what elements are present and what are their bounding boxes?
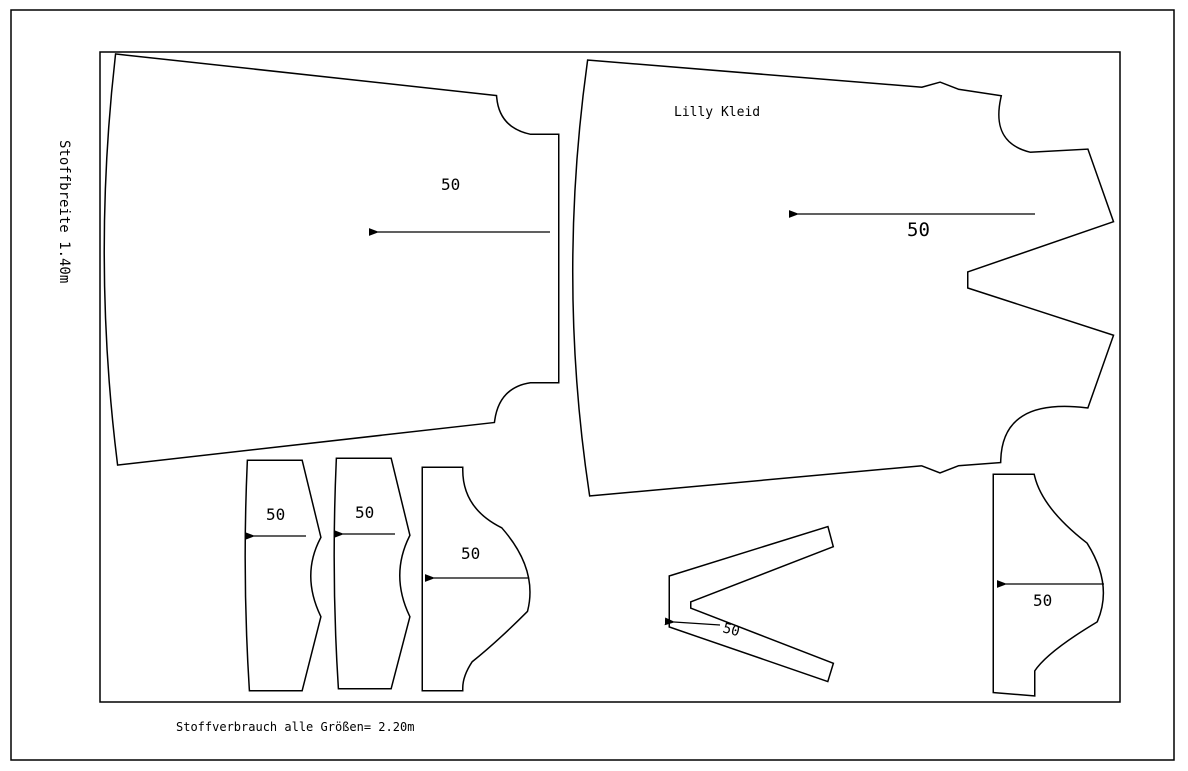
fabric-width-label: Stoffbreite 1.40m — [56, 140, 72, 283]
grain-label: 50 — [721, 620, 741, 640]
pattern-piece-back-skirt: 50 — [103, 53, 560, 466]
grain-label: 50 — [907, 219, 930, 241]
pattern-title: Lilly Kleid — [674, 105, 760, 120]
outer-frame — [10, 9, 1175, 761]
pattern-piece-small-1: 50 — [244, 459, 322, 692]
grain-label: 50 — [355, 503, 374, 522]
grain-label: 50 — [441, 175, 460, 194]
fabric-frame — [99, 51, 1121, 703]
grain-arrow — [664, 617, 721, 626]
pattern-piece-v-facing: 50 — [664, 525, 835, 683]
fabric-usage-label: Stoffverbrauch alle Größen= 2.20m — [176, 720, 414, 734]
pattern-piece-small-2: 50 — [333, 457, 411, 690]
grain-label: 50 — [266, 505, 285, 524]
grain-label: 50 — [461, 544, 480, 563]
pattern-piece-front-dress: 50 Lilly Kleid — [571, 59, 1115, 497]
grain-label: 50 — [1033, 591, 1052, 610]
pattern-piece-sleeve-2: 50 — [992, 473, 1105, 697]
pattern-piece-sleeve-1: 50 — [421, 466, 531, 692]
